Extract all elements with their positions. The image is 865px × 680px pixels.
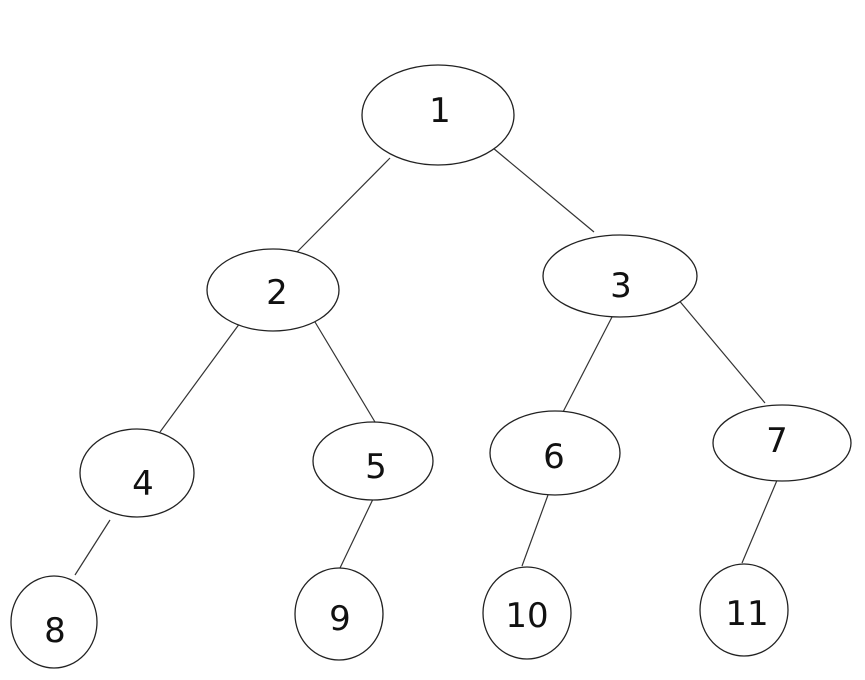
tree-node-2: 2 bbox=[206, 248, 340, 332]
node-shape-6 bbox=[489, 410, 621, 496]
node-shape-8 bbox=[10, 575, 98, 669]
tree-node-8: 8 bbox=[10, 575, 98, 669]
tree-node-9: 9 bbox=[294, 567, 384, 661]
tree-node-11: 11 bbox=[699, 563, 789, 657]
tree-node-4: 4 bbox=[79, 428, 195, 518]
node-label-6: 6 bbox=[543, 437, 565, 477]
tree-node-5: 5 bbox=[312, 421, 434, 501]
tree-node-6: 6 bbox=[489, 410, 621, 496]
node-shape-10 bbox=[482, 566, 572, 660]
node-label-11: 11 bbox=[725, 594, 768, 634]
node-shape-4 bbox=[79, 428, 195, 518]
node-shape-7 bbox=[712, 404, 852, 482]
tree-node-1: 1 bbox=[361, 64, 515, 166]
node-label-7: 7 bbox=[766, 421, 788, 461]
tree-node-3: 3 bbox=[542, 234, 698, 318]
edges bbox=[74, 147, 779, 576]
node-shape-9 bbox=[294, 567, 384, 661]
edge-4-8 bbox=[74, 519, 111, 576]
edge-3-7 bbox=[676, 297, 766, 404]
node-shape-3 bbox=[542, 234, 698, 318]
edge-1-3 bbox=[492, 147, 595, 233]
tree-node-10: 10 bbox=[482, 566, 572, 660]
node-label-4: 4 bbox=[132, 464, 154, 504]
node-label-10: 10 bbox=[505, 596, 548, 636]
edge-2-5 bbox=[314, 321, 376, 423]
edge-2-4 bbox=[159, 322, 241, 433]
edge-6-10 bbox=[521, 494, 549, 567]
node-label-8: 8 bbox=[44, 611, 66, 651]
tree-node-7: 7 bbox=[712, 404, 852, 482]
node-label-3: 3 bbox=[610, 266, 632, 306]
edge-7-11 bbox=[741, 477, 779, 564]
node-label-9: 9 bbox=[329, 599, 351, 639]
node-label-2: 2 bbox=[266, 273, 288, 313]
node-shape-5 bbox=[312, 421, 434, 501]
edge-1-2 bbox=[296, 157, 391, 253]
edge-3-6 bbox=[562, 316, 613, 413]
node-shape-1 bbox=[361, 64, 515, 166]
node-label-5: 5 bbox=[365, 447, 387, 487]
node-shape-11 bbox=[699, 563, 789, 657]
node-shape-2 bbox=[206, 248, 340, 332]
edge-5-9 bbox=[339, 496, 375, 569]
node-label-1: 1 bbox=[429, 91, 451, 131]
